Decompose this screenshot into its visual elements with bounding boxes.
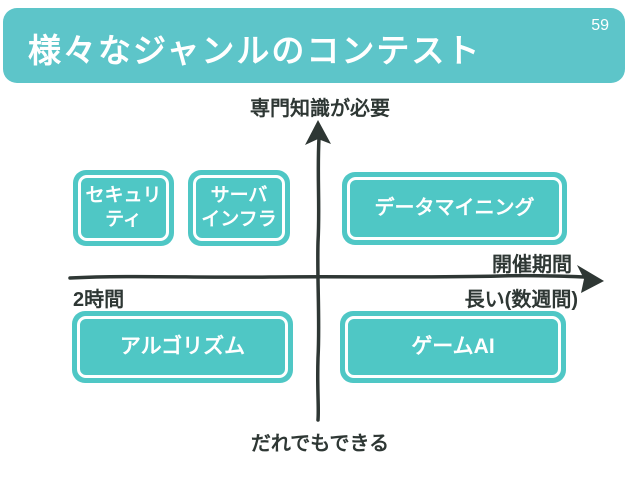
box-game-ai: ゲームAI: [340, 311, 566, 383]
x-axis-left-label: 2時間: [73, 289, 125, 311]
page-number: 59: [591, 17, 609, 34]
up-arrow-icon: [305, 120, 331, 145]
box-data-mining: データマイニング: [342, 172, 567, 245]
x-axis-right-label: 長い(数週間): [464, 289, 578, 311]
box-security: セキュリ ティ: [73, 170, 174, 246]
y-axis-top-label: 専門知識が必要: [250, 98, 390, 120]
y-axis-bottom-label: だれでもできる: [250, 433, 390, 455]
vertical-axis-line: [315, 136, 321, 422]
page-title: 様々なジャンルのコンテスト: [28, 31, 482, 69]
right-arrow-icon: [577, 265, 604, 293]
box-server-infra-label: サーバ インフラ: [193, 175, 285, 241]
x-axis-title: 開催期間: [492, 254, 572, 276]
box-game-ai-label: ゲームAI: [345, 316, 561, 378]
box-data-mining-label: データマイニング: [347, 177, 562, 240]
box-algorithm: アルゴリズム: [72, 311, 293, 383]
box-security-label: セキュリ ティ: [78, 175, 169, 241]
box-server-infra: サーバ インフラ: [188, 170, 290, 246]
box-algorithm-label: アルゴリズム: [77, 316, 288, 378]
slide-title-bar: 様々なジャンルのコンテスト 59: [3, 8, 625, 83]
